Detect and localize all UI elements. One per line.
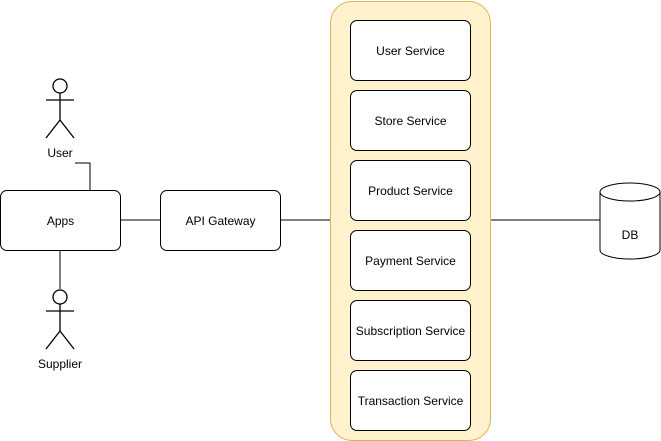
user-actor-label: User [47,146,73,160]
service-label: Store Service [374,113,447,128]
api-gateway-box[interactable]: API Gateway [160,190,281,251]
supplier-actor-label: Supplier [37,357,83,371]
db-cylinder-icon [599,182,661,260]
supplier-actor-icon [45,289,75,350]
service-box-transaction[interactable]: Transaction Service [350,370,471,431]
service-label: Transaction Service [357,393,464,408]
service-box-subscription[interactable]: Subscription Service [350,300,471,361]
service-box-store[interactable]: Store Service [350,90,471,151]
apps-label: Apps [46,213,75,228]
service-label: Payment Service [365,253,456,268]
api-gateway-label: API Gateway [185,213,256,228]
service-box-product[interactable]: Product Service [350,160,471,221]
db-label: DB [621,228,639,242]
user-to-apps-connector [75,162,91,190]
service-label: User Service [376,43,445,58]
service-label: Subscription Service [355,323,466,338]
apps-box[interactable]: Apps [0,190,121,251]
service-label: Product Service [368,183,453,198]
service-box-user[interactable]: User Service [350,20,471,81]
service-box-payment[interactable]: Payment Service [350,230,471,291]
user-actor-icon [45,78,75,139]
